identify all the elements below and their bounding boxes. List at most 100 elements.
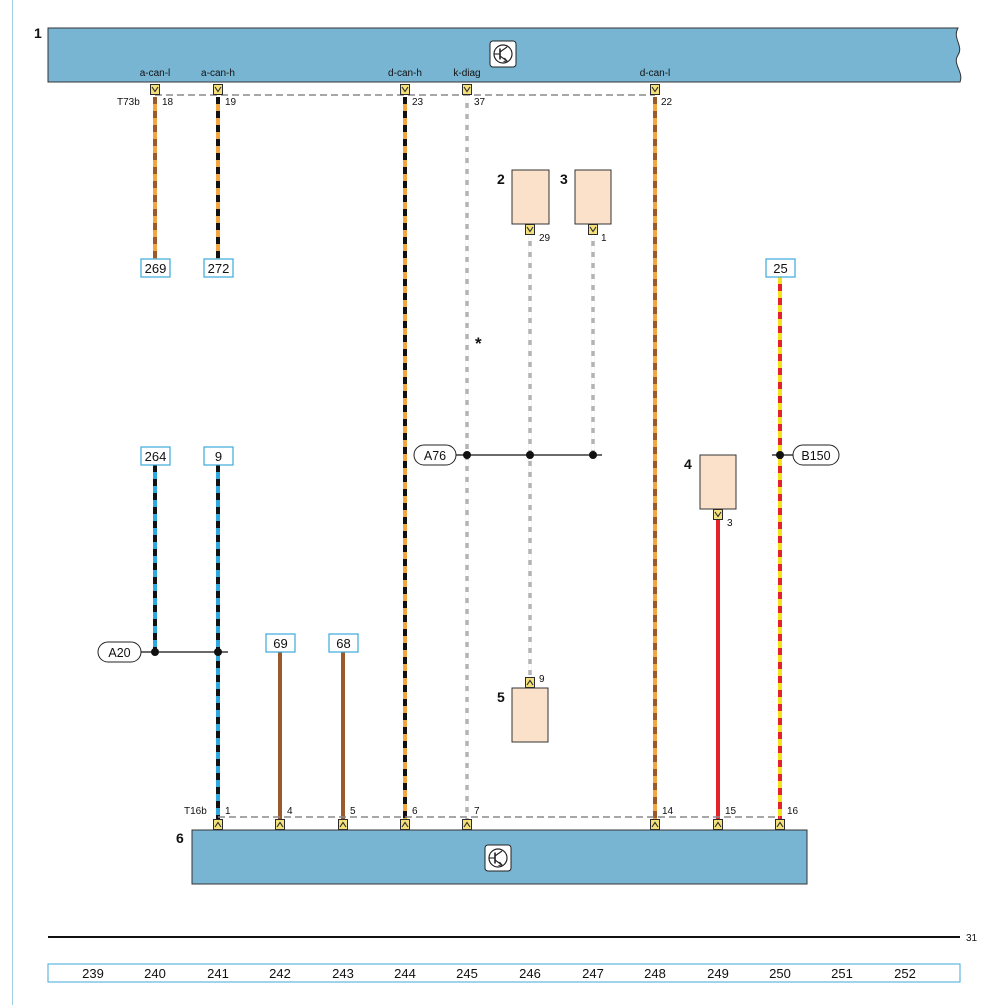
splice-label: B150 (801, 449, 830, 463)
ruler-number: 249 (707, 966, 729, 981)
ruler-number: 252 (894, 966, 916, 981)
reference-label: 264 (145, 449, 167, 464)
note-marker: * (475, 334, 482, 353)
pin-number: 37 (474, 97, 486, 108)
ruler-number: 250 (769, 966, 791, 981)
pin-number: 15 (725, 806, 737, 817)
ruler-number: 242 (269, 966, 291, 981)
pin-number: 1 (225, 806, 231, 817)
splice-b150: B150 (772, 444, 840, 466)
pin-number: 16 (787, 806, 799, 817)
component-4 (699, 454, 737, 510)
ruler-number: 240 (144, 966, 166, 981)
pin-number: 19 (225, 97, 237, 108)
pin-number: 7 (474, 806, 480, 817)
connector-pin-icon (337, 818, 349, 831)
reference-label: 269 (145, 261, 167, 276)
splice-dot (151, 648, 159, 656)
reference-label: 68 (336, 636, 350, 651)
signal-d-can-h: d-can-h (388, 68, 422, 79)
splice-a20: A20 (97, 641, 228, 663)
splice-dot (526, 451, 534, 459)
reference-label: 25 (773, 261, 787, 276)
ruler-number: 246 (519, 966, 541, 981)
signal-a-can-l: a-can-l (140, 68, 171, 79)
ruler-number: 243 (332, 966, 354, 981)
pin-number: 5 (350, 806, 356, 817)
reference-box: 264 (140, 446, 171, 466)
unit-1-label: 1 (34, 25, 42, 41)
component-2 (511, 169, 550, 225)
component-3 (574, 169, 612, 225)
connector-pin-icon (774, 818, 786, 831)
pin-number: 14 (662, 806, 674, 817)
connector-pin-icon (212, 818, 224, 831)
reference-label: 272 (208, 261, 230, 276)
component-4-label: 4 (684, 456, 692, 472)
reference-label: 9 (215, 449, 222, 464)
connector-pin-icon (399, 83, 411, 96)
connector-pin-icon (587, 223, 599, 236)
component-2-pin: 29 (539, 233, 551, 244)
connector-pin-icon (212, 83, 224, 96)
control-unit-icon (489, 40, 517, 68)
component-5 (511, 687, 549, 743)
connector-pin-icon (461, 818, 473, 831)
ruler-number: 244 (394, 966, 416, 981)
control-unit-icon (484, 844, 512, 872)
reference-box: 269 (140, 258, 171, 278)
splice-dot (589, 451, 597, 459)
reference-box: 69 (265, 633, 296, 653)
ruler-number: 251 (831, 966, 853, 981)
component-2-label: 2 (497, 171, 505, 187)
connector-pin-icon (524, 223, 536, 236)
reference-label: 69 (273, 636, 287, 651)
splice-tag (792, 444, 840, 466)
connector-pin-icon (649, 818, 661, 831)
page-number: 31 (966, 933, 978, 944)
splice-tag (97, 641, 142, 663)
pin-number: 4 (287, 806, 293, 817)
connector-t16b-name: T16b (184, 806, 207, 817)
ruler-number: 241 (207, 966, 229, 981)
connector-pin-icon (461, 83, 473, 96)
component-4-pin: 3 (727, 518, 733, 529)
splice-dot (463, 451, 471, 459)
ruler-number: 248 (644, 966, 666, 981)
signal-a-can-h: a-can-h (201, 68, 235, 79)
ruler-number: 247 (582, 966, 604, 981)
splice-label: A20 (108, 646, 130, 660)
splice-dot (214, 648, 222, 656)
connector-pin-icon (149, 83, 161, 96)
reference-box: 272 (203, 258, 234, 278)
ruler-number: 245 (456, 966, 478, 981)
unit-6-label: 6 (176, 830, 184, 846)
component-5-label: 5 (497, 689, 505, 705)
track-ruler: 239 240 241 242 243 244 245 246 247 248 … (47, 963, 961, 983)
reference-box: 9 (203, 446, 234, 466)
splice-label: A76 (424, 449, 446, 463)
connector-pin-icon (712, 508, 724, 521)
pin-number: 23 (412, 97, 424, 108)
connector-pin-icon (712, 818, 724, 831)
splice-dot (776, 451, 784, 459)
connector-pin-icon (524, 676, 536, 689)
connector-pin-icon (274, 818, 286, 831)
connector-t73b-name: T73b (117, 97, 140, 108)
splice-tag (413, 444, 457, 466)
component-5-pin: 9 (539, 674, 545, 685)
component-3-pin: 1 (601, 233, 607, 244)
ruler-number: 239 (82, 966, 104, 981)
pin-number: 18 (162, 97, 174, 108)
reference-box: 25 (765, 258, 796, 278)
reference-box: 68 (328, 633, 359, 653)
connector-pin-icon (399, 818, 411, 831)
component-3-label: 3 (560, 171, 568, 187)
connector-pin-icon (649, 83, 661, 96)
signal-d-can-l: d-can-l (640, 68, 671, 79)
signal-k-diag: k-diag (453, 68, 480, 79)
pin-number: 6 (412, 806, 418, 817)
pin-number: 22 (661, 97, 673, 108)
splice-a76: A76 (413, 444, 602, 466)
